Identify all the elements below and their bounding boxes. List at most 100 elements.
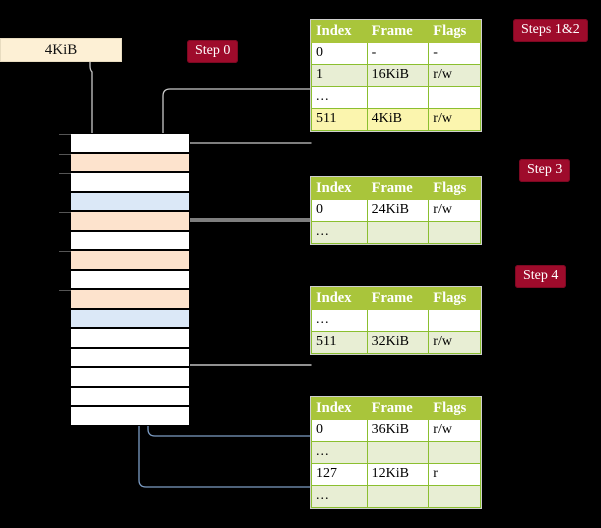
link-t4-36kib-to-memory [147, 331, 312, 437]
step-badge-steps-1-2: Steps 1&2 [513, 19, 588, 42]
step-badge-step-3: Step 3 [519, 159, 571, 182]
memory-row-tick [59, 173, 71, 174]
link-t4-12kib-to-memory [138, 208, 312, 488]
table-cell: ... [311, 86, 368, 109]
source-page-label: 4KiB [44, 41, 78, 58]
table-cell: 0 [311, 419, 368, 442]
table-cell: r [428, 463, 481, 486]
table-cell [366, 485, 430, 508]
column-header-flags: Flags [428, 177, 481, 200]
table-cell: - [428, 42, 481, 65]
table-cell: 0 [311, 42, 368, 65]
table-cell [366, 86, 430, 109]
table-cell: r/w [428, 419, 481, 442]
memory-row [59, 250, 190, 270]
memory-row [59, 289, 190, 309]
table-cell: 1 [311, 64, 368, 87]
table-cell: 32KiB [366, 331, 430, 354]
memory-row [59, 152, 190, 172]
table-cell: r/w [428, 331, 481, 354]
memory-row [59, 211, 190, 231]
memory-row [70, 230, 190, 250]
table-cell [428, 86, 481, 109]
memory-row [70, 269, 190, 289]
column-header-index: Index [311, 397, 368, 420]
table-row: ... [311, 441, 481, 464]
column-header-frame: Frame [366, 20, 430, 43]
memory-row-tick [59, 290, 71, 291]
memory-row-tick [59, 251, 71, 252]
table-cell: 127 [311, 463, 368, 486]
link-t1-16kib-to-memory [162, 88, 312, 152]
table-cell: - [366, 42, 430, 65]
memory-row [70, 386, 190, 406]
link-t2-24kib-to-memory [178, 218, 312, 262]
memory-row-tick [59, 153, 71, 155]
table-cell [428, 221, 481, 244]
memory-row [70, 406, 190, 426]
memory-row [70, 308, 190, 328]
table-cell [366, 221, 430, 244]
column-header-flags: Flags [428, 397, 481, 420]
column-header-frame: Frame [366, 397, 430, 420]
column-header-frame: Frame [366, 177, 430, 200]
table-cell: r/w [428, 199, 481, 222]
column-header-index: Index [311, 20, 368, 43]
memory-row-tick [59, 212, 71, 213]
column-header-index: Index [311, 287, 368, 310]
memory-row-tick [59, 134, 71, 135]
table-row: ... [311, 485, 481, 508]
column-header-flags: Flags [428, 20, 481, 43]
table-cell [428, 441, 481, 464]
table-cell [366, 309, 430, 332]
table-cell: 511 [311, 108, 368, 131]
table-cell: ... [311, 441, 368, 464]
memory-row [59, 172, 190, 192]
memory-row [70, 328, 190, 348]
table-row: ... [311, 86, 481, 109]
column-header-frame: Frame [366, 287, 430, 310]
table-cell [428, 485, 481, 508]
table-cell [428, 309, 481, 332]
memory-row [70, 367, 190, 387]
table-cell: r/w [428, 64, 481, 87]
table-row: ... [311, 221, 481, 244]
memory-row [70, 191, 190, 211]
step-badge-step-0: Step 0 [187, 40, 239, 63]
table-cell: r/w [428, 108, 481, 131]
table-row: ... [311, 309, 481, 332]
table-cell: ... [311, 309, 368, 332]
physical-memory-column [59, 133, 190, 426]
link-4kib-to-memory [89, 59, 99, 152]
memory-row [70, 347, 190, 367]
column-header-index: Index [311, 177, 368, 200]
step-badge-step-4: Step 4 [515, 265, 567, 288]
table-cell: 12KiB [366, 463, 430, 486]
source-page-box: 4KiB [0, 38, 122, 62]
table-row: 0-- [311, 42, 481, 65]
table-cell: ... [311, 485, 368, 508]
table-cell: 0 [311, 199, 368, 222]
table-cell: 511 [311, 331, 368, 354]
table-cell: 24KiB [366, 199, 430, 222]
table-cell: 4KiB [366, 108, 430, 131]
table-cell: ... [311, 221, 368, 244]
column-header-flags: Flags [428, 287, 481, 310]
table-cell: 36KiB [366, 419, 430, 442]
table-cell: 16KiB [366, 64, 430, 87]
